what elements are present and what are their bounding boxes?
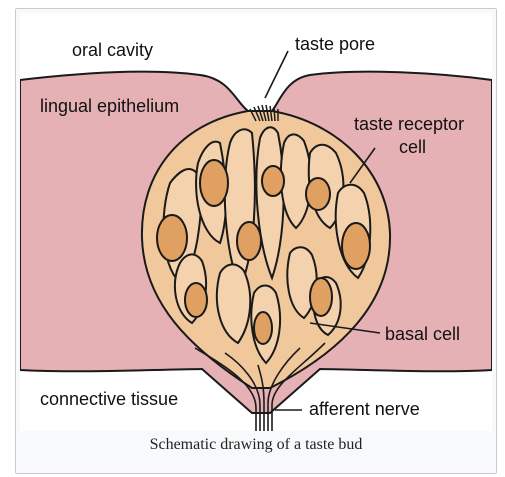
taste-receptor-label-line2: cell <box>399 137 426 157</box>
connective-tissue-label: connective tissue <box>40 389 178 409</box>
afferent-nerve-label: afferent nerve <box>309 399 420 419</box>
nucleus <box>262 166 284 196</box>
nucleus <box>310 278 332 316</box>
nucleus <box>254 312 272 344</box>
nucleus <box>200 160 228 206</box>
basal-cell-label: basal cell <box>385 324 460 344</box>
nucleus <box>185 283 207 317</box>
oral-cavity-label: oral cavity <box>72 40 153 60</box>
nucleus <box>306 178 330 210</box>
nucleus <box>342 223 370 269</box>
taste-pore-label: taste pore <box>295 34 375 54</box>
taste-receptor-label-line1: taste receptor <box>354 114 464 134</box>
nucleus <box>157 215 187 261</box>
lingual-epithelium-label: lingual epithelium <box>40 96 179 116</box>
figure-caption: Schematic drawing of a taste bud <box>15 436 497 454</box>
taste-bud-diagram: oral cavity taste pore lingual epitheliu… <box>20 13 492 431</box>
nucleus <box>237 222 261 260</box>
